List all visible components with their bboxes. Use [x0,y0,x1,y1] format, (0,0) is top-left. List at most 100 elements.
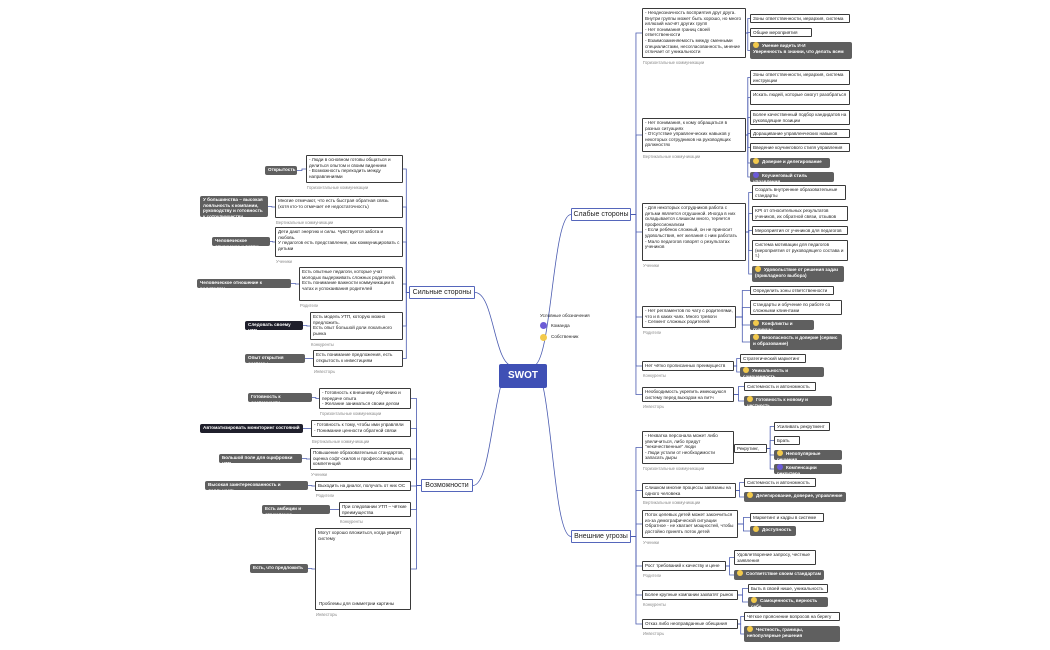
threat-c-child-1[interactable]: Быть в своей нише, уникальность [748,584,828,593]
weakness-i-child-1[interactable]: Системность и автономность [744,382,816,391]
opportunity-investors-text[interactable]: Могут хорошо вложиться, когда увидят сис… [315,528,411,610]
threat-investors-text[interactable]: Отказ либо неоправданные обещания [642,619,738,629]
owner-dot-icon [751,597,757,603]
threat-vertical-text[interactable]: Слишком многие процессы завязаны на одно… [642,483,736,498]
link-weakness-competitors-text [631,214,642,367]
opportunity-tag-ambition[interactable]: Есть амбиции и стремление [262,505,330,514]
weakness-v-child-3[interactable]: Более качественный подбор кандидатов на … [750,110,850,125]
strength-investors-text[interactable]: Есть понимание предложения, есть открыто… [313,350,403,367]
weakness-vertical-text[interactable]: - Нет понимания, к кому обращаться в раз… [642,118,746,152]
weakness-v-tag-1[interactable]: Доверие и делегирование [750,158,830,168]
weakness-investors-text[interactable]: Необходимость укрепить имеющуюся систему… [642,387,734,402]
branch-threats[interactable]: Внешние угрозы [571,530,631,543]
strength-tag-loyalty[interactable]: У большинства – высокая лояльность к ком… [200,196,268,217]
threat-i-child-1[interactable]: Чёткое прояснение вопросов на берегу [744,612,840,621]
threat-horizontal-text[interactable]: - Нехватка персонала может либо увеличит… [642,431,734,464]
link-threat-i-tag [738,623,744,635]
weakness-parents-text[interactable]: - Нет регламентов по чату с родителями, … [642,306,736,328]
link-opportunity-horizontal-text [411,398,421,486]
weakness-horizontal-caption: Горизонтальные коммуникации [643,60,705,65]
threat-h-tag-2[interactable]: Компенсации рекрутера [774,464,842,474]
link-opportunity-tag-system [312,397,319,399]
opportunity-tag-interest[interactable]: Высокая заинтересованность и лояльность [205,481,308,490]
opportunity-tag-offer[interactable]: Есть, что предложить [250,564,308,573]
weakness-p-child-1[interactable]: Определить зоны ответственности [750,286,834,295]
branch-opportunities[interactable]: Возможности [421,479,473,492]
threat-competitors-text[interactable]: Более крупные компании захватят рынок [642,590,738,600]
weakness-s-tag[interactable]: Удовольствие от решения задач (прикладно… [752,266,844,282]
weakness-c-tag[interactable]: Уникальность и самоценность [740,367,824,377]
threat-students-text[interactable]: Поток целевых детей может закончиться из… [642,510,738,538]
strength-horizontal-text[interactable]: - Люди в основном готовы общаться и дели… [306,155,403,183]
link-strength-investors-text [403,292,409,359]
threat-h-child-2[interactable]: Брать HR [774,436,800,445]
strength-tag-parents[interactable]: Человеческое отношение к родителям [197,279,291,288]
weakness-v-child-2[interactable]: Искать людей, которые смогут разобраться [750,90,850,105]
weakness-v-child-1[interactable]: Зоны ответственности, иерархия, система … [750,70,850,85]
weakness-p-tag-2[interactable]: Безопасность и доверие (сервис и образов… [750,334,842,350]
strength-tag-openness[interactable]: Открытость [265,166,297,175]
threat-h-mid[interactable]: Рекрутинг, hr [734,444,767,453]
weakness-h-tag[interactable]: Умение видеть И-И Уверенность в знании, … [750,42,852,59]
strength-parents-text[interactable]: Есть опытные педагоги, которые учат моло… [299,267,403,301]
weakness-h-child-2[interactable]: Общие мероприятия [750,28,812,37]
weakness-s-child-4[interactable]: Система мотивации для педагогов (меропри… [752,240,848,261]
weakness-students-text[interactable]: - Для некоторых сотрудников работа с дет… [642,203,746,261]
opportunity-competitors-text[interactable]: При следовании УТП – чёткие преимущества [339,502,411,517]
weakness-p-tag-1[interactable]: Конфликты и границы [750,320,814,330]
owner-dot-icon [753,526,759,532]
link-threat-v-tag [736,490,744,498]
threat-parents-text[interactable]: Рост требований к качеству и цене [642,561,726,571]
threat-h-child-1[interactable]: Усиливать рекрутмент [774,422,830,431]
link-threat-s-child-1 [738,517,750,525]
threat-s-child-1[interactable]: Маркетинг и кадры в системе [750,513,824,522]
threat-students-caption: Ученики [643,540,659,545]
threat-v-child-1[interactable]: Системность и автономность [744,478,816,487]
strength-tag-children[interactable]: Человеческое отношение к детям [212,237,270,246]
weakness-c-child-1[interactable]: Стратегический маркетинг [740,354,806,363]
threat-c-tag[interactable]: Самоценность, верность себе [748,597,828,607]
threat-vertical-caption: Вертикальные коммуникации [643,500,701,505]
weakness-s-child-3[interactable]: Мероприятия от учеников для педагогов [752,226,848,235]
owner-dot-icon [747,492,753,498]
link-opportunity-investors-text [411,485,421,570]
threat-v-tag[interactable]: Делегирование, доверие, управление [744,492,846,502]
weakness-horizontal-text[interactable]: - Неоднозначность восприятия друг друга.… [642,8,746,58]
threat-p-tag[interactable]: Соответствие своим стандартам [734,570,824,580]
weakness-v-child-5[interactable]: Введение коучингового стиля управления [750,143,850,152]
strength-tag-usp[interactable]: Следовать своему УТП [245,321,303,330]
opportunity-parents-text[interactable]: Выходить на диалог, получать от них ОС [315,481,411,491]
strength-vertical-text[interactable]: Многие отмечают, что есть быстрая обратн… [275,196,403,218]
weakness-s-child-2[interactable]: KPI от относительных результатов ученико… [752,206,848,221]
owner-dot-icon [753,42,759,48]
threat-h-tag-1[interactable]: Непопулярные решения [774,450,842,460]
owner-dot-icon [743,367,749,373]
owner-dot-icon [753,320,759,326]
strength-students-text[interactable]: Дети дают энергию и силы. Чувствуется за… [275,227,403,257]
threat-s-tag[interactable]: Доступность [750,526,796,536]
weakness-i-tag[interactable]: Готовность к новому и честность [744,396,832,406]
threat-i-tag[interactable]: Честность, границы, непопулярные решения [744,626,840,642]
weakness-s-child-1[interactable]: Создать внутренние образовательные станд… [752,185,846,200]
opportunity-tag-monitoring[interactable]: Автоматизировать мониторинг состояний [200,424,303,433]
weakness-v-tag-2[interactable]: Коучинговый стиль управления [750,172,834,182]
link-threat-c-child-1 [738,588,748,596]
branch-weaknesses[interactable]: Слабые стороны [571,208,631,221]
team-dot-icon [753,172,759,178]
strength-competitors-text[interactable]: Есть модель УТП, которую можно предложит… [310,312,403,340]
opportunity-students-text[interactable]: Повышение образовательных стандартов, оц… [310,448,411,470]
weakness-p-child-2[interactable]: Стандарты и обучение по работе со сложны… [750,300,842,315]
swot-center-node[interactable]: SWOT [499,364,547,388]
weakness-h-child-1[interactable]: Зоны ответственности, иерархия, система [750,14,850,23]
opportunity-tag-system[interactable]: Готовность к системности [248,393,312,402]
opportunity-tag-digitize[interactable]: Большой поле для оцифровки УТП [219,454,302,463]
strength-tag-system[interactable]: Опыт открытия системы [245,354,305,363]
weakness-competitors-text[interactable]: Нет чётко прописанных преимуществ [642,361,734,371]
branch-strengths[interactable]: Сильные стороны [409,286,475,299]
opportunity-vertical-text[interactable]: - Готовность к тому, чтобы ими управляли… [311,420,411,437]
owner-dot-icon [753,334,759,340]
threat-p-child-1[interactable]: Удовлетворение запросу, честные заявлени… [734,550,816,565]
weakness-v-child-4[interactable]: Доращивание управленческих навыков [750,129,850,138]
opportunity-horizontal-text[interactable]: - Готовность к внешнему обучению и перед… [319,388,411,409]
